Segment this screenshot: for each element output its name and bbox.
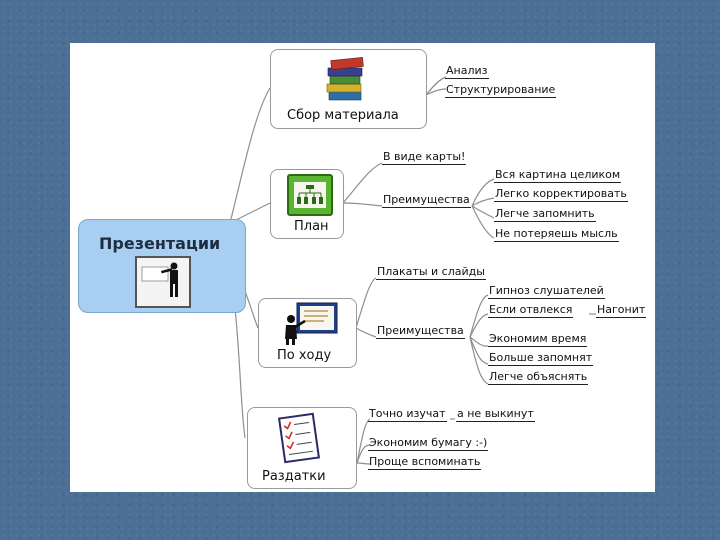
item-ekonomim-bumagu: Экономим бумагу :-) (368, 436, 489, 451)
item-legche-zapomnit: Легче запомнить (494, 207, 596, 222)
item-gipnoz: Гипноз слушателей (488, 284, 605, 299)
branch-title-plan: План (294, 219, 329, 234)
branch-title-pohodu: По ходу (277, 348, 332, 363)
item-plakaty-slaidy: Плакаты и слайды (376, 265, 486, 280)
item-bolshe-zapomnyat: Больше запомнят (488, 351, 594, 366)
item-legche-obyasnyat: Легче объяснять (488, 370, 589, 385)
branch-node-sbor[interactable]: Сбор материала (270, 49, 427, 129)
item-vsya-kartina: Вся картина целиком (494, 168, 622, 183)
branch-title-sbor: Сбор материала (287, 108, 399, 123)
lecture-icon (281, 301, 339, 345)
handout-icon (274, 412, 324, 464)
org-chart-icon (287, 174, 333, 216)
item-ne-poteryaesh: Не потеряешь мысль (494, 227, 619, 242)
item-tochno-izuchat: Точно изучат (368, 407, 447, 422)
item-strukturirovanie: Структурирование (445, 83, 557, 98)
connector-lines (229, 76, 596, 465)
item-nagonit: Нагонит (596, 303, 647, 318)
item-analiz: Анализ (445, 64, 489, 79)
mind-map-slide: Презентации Сбор материала Анализ (70, 43, 655, 492)
central-node[interactable]: Презентации (78, 219, 246, 313)
branch-title-razdatki: Раздатки (262, 469, 326, 484)
branch-node-plan[interactable]: План (270, 169, 344, 239)
branch-node-razdatki[interactable]: Раздатки (247, 407, 357, 489)
item-ekonomim-vremya: Экономим время (488, 332, 588, 347)
item-proshche-vspominat: Проще вспоминать (368, 455, 482, 470)
branch-node-pohodu[interactable]: По ходу (258, 298, 357, 368)
item-esli-otvleksya: Если отвлекся (488, 303, 574, 318)
item-legko-korrektirovat: Легко корректировать (494, 187, 628, 202)
item-v-vide-karty: В виде карты! (382, 150, 467, 165)
item-plan-preimushchestva: Преимущества (382, 193, 471, 208)
item-a-ne-vykinut: а не выкинут (456, 407, 535, 422)
presenter-icon (135, 256, 191, 308)
books-icon (321, 54, 371, 104)
item-pohodu-preimushchestva: Преимущества (376, 324, 465, 339)
central-title: Презентации (99, 234, 221, 253)
